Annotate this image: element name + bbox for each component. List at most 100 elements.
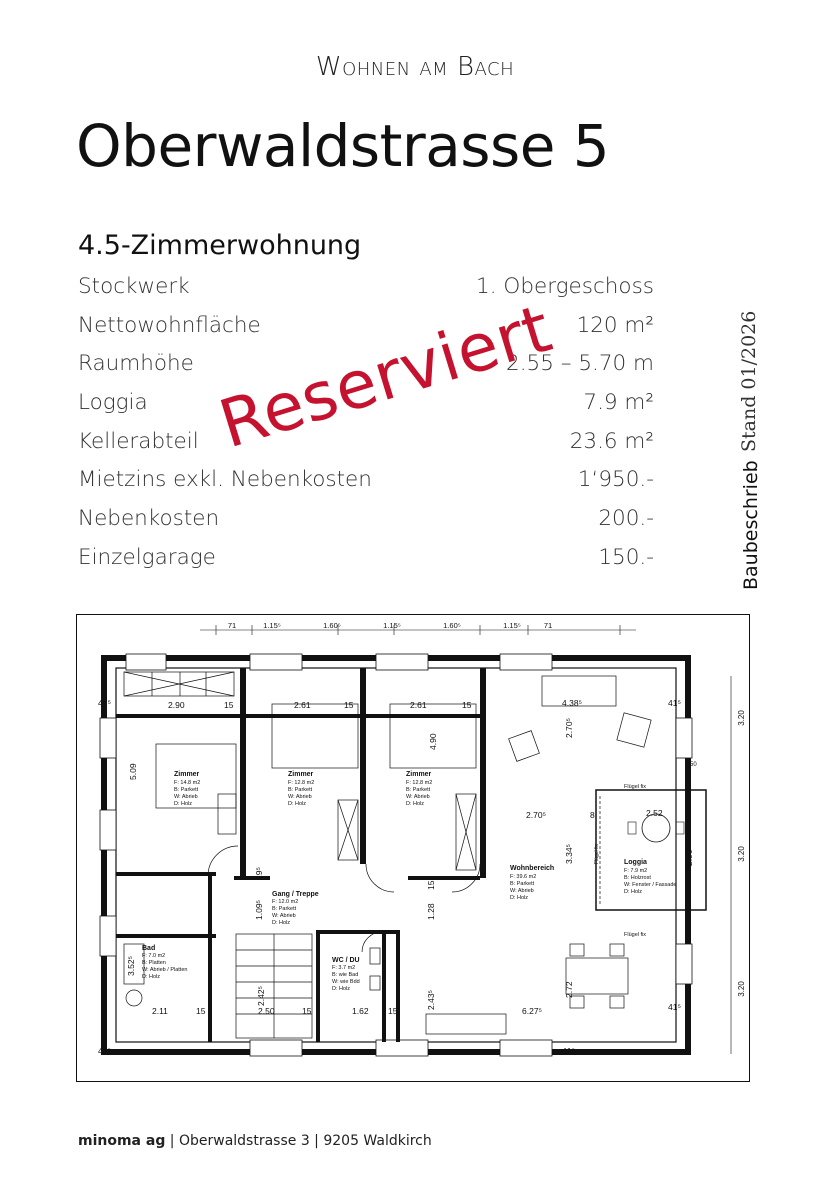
plan-note: Flügel fix: [594, 843, 600, 864]
top-dim: 1.60⁵: [443, 621, 461, 630]
top-dim: 1.15⁵: [263, 621, 281, 630]
spec-label: Mietzins exkl. Nebenkosten: [78, 467, 372, 493]
plan-dim: 6.27⁵: [522, 1006, 542, 1016]
plan-note: Flügel fix: [624, 784, 646, 790]
plan-note: Flügel fix: [624, 932, 646, 938]
room-name: Zimmer: [406, 771, 432, 778]
plan-dim: 5.09: [128, 763, 138, 780]
right-dim: 3.20: [737, 846, 746, 862]
room-detail: B: Holzrost: [624, 875, 651, 881]
room-detail: B: Parkett: [288, 787, 313, 793]
top-dim: 1.15⁵: [503, 621, 521, 630]
room-detail: W: Fenster / Fassade: [624, 882, 676, 888]
spec-value: 150.-: [598, 544, 654, 570]
plan-dim: 3.34⁵: [564, 844, 574, 864]
stand-label: Stand 01/2026: [738, 310, 760, 452]
room-detail: D: Holz: [174, 801, 192, 807]
room-detail: D: Holz: [142, 974, 160, 980]
room-name: Zimmer: [288, 771, 314, 778]
room-detail: F: 39.6 m2: [510, 874, 536, 880]
spec-label: Nettowohnfläche: [78, 312, 261, 338]
room-detail: B: wie Bad: [332, 972, 358, 978]
spec-row: Nebenkosten 200.-: [78, 506, 654, 545]
top-dim: 1.60⁵: [323, 621, 341, 630]
spec-row: Nettowohnfläche 120 m²: [78, 313, 654, 352]
plan-dim: 2.72: [564, 981, 574, 998]
room-detail: D: Holz: [272, 920, 290, 926]
room-name: WC / DU: [332, 957, 360, 964]
brand-line: Wohnen am Bach: [315, 52, 515, 82]
room-detail: F: 12.8 m2: [406, 780, 432, 786]
spec-value: 120 m²: [576, 312, 654, 338]
plan-dim: 15: [462, 700, 472, 710]
spec-label: Kellerabteil: [78, 428, 199, 454]
plan-dim: 15: [426, 880, 436, 890]
plan-dim: 2.90: [168, 700, 185, 710]
page-title: Oberwaldstrasse 5: [76, 112, 610, 180]
plan-dim: 3.52⁵: [126, 956, 136, 976]
spec-value: 200.-: [598, 506, 654, 532]
baubeschrieb-link[interactable]: Baubeschrieb: [740, 460, 762, 590]
plan-dim: 2.90: [684, 849, 694, 866]
room-detail: W: Abrieb: [288, 794, 312, 800]
plan-dim: 2.61: [294, 700, 311, 710]
plan-dim: 2.70⁵: [526, 810, 546, 820]
spec-value: 2.55 – 5.70 m: [506, 351, 654, 377]
top-dim: 1.15⁵: [383, 621, 401, 630]
spec-row: Kellerabteil 23.6 m²: [78, 429, 654, 468]
top-dim: 71: [228, 621, 236, 630]
plan-dim: 41⁵: [668, 698, 681, 708]
spec-row: Stockwerk 1. Obergeschoss: [78, 274, 654, 313]
room-detail: F: 14.8 m2: [174, 780, 200, 786]
footer-company: minoma ag: [78, 1133, 166, 1149]
plan-dim: 15: [224, 700, 234, 710]
room-name: Wohnbereich: [510, 865, 554, 872]
room-detail: D: Holz: [624, 889, 642, 895]
plan-dim: 2.52: [646, 808, 663, 818]
plan-dim: 1.09⁵: [254, 900, 264, 920]
floor-plan: 71 1.15⁵ 1.60⁵ 1.15⁵ 1.60⁵ 1.15⁵ 71 3.20…: [76, 614, 750, 1082]
room-name: Bad: [142, 945, 155, 952]
plan-dim: 50: [690, 762, 697, 768]
room-detail: F: 7.9 m2: [624, 868, 647, 874]
plan-dim: 2.70⁵: [564, 718, 574, 738]
spec-label: Nebenkosten: [78, 506, 220, 532]
room-detail: W: wie Bdd: [332, 979, 360, 985]
room-detail: W: Abrieb: [174, 794, 198, 800]
room-detail: B: Platten: [142, 960, 166, 966]
plan-dim: 15: [388, 1006, 398, 1016]
spec-value: 1. Obergeschoss: [476, 274, 654, 299]
plan-dim: 41⁵: [668, 1002, 681, 1012]
room-detail: F: 12.8 m2: [288, 780, 314, 786]
spec-table: Stockwerk 1. Obergeschoss Nettowohnfläche…: [78, 274, 654, 584]
room-detail: B: Parkett: [406, 787, 431, 793]
plan-dim: 2.61: [410, 700, 427, 710]
room-detail: W: Abrieb: [272, 913, 296, 919]
spec-value: 23.6 m²: [569, 428, 654, 454]
plan-dim: 2.42⁵: [256, 986, 266, 1006]
side-links: Baubeschrieb Stand 01/2026: [724, 311, 784, 592]
room-detail: W: Abrieb: [510, 888, 534, 894]
plan-dim: 19⁵: [254, 867, 264, 880]
top-dim: 71: [544, 621, 552, 630]
room-detail: D: Holz: [332, 986, 350, 992]
right-dim: 3.20: [737, 981, 746, 997]
room-detail: B: Parkett: [174, 787, 199, 793]
plan-dim: 2.11: [152, 1006, 168, 1016]
footer-address: | Oberwaldstrasse 3 | 9205 Waldkirch: [165, 1133, 432, 1149]
room-detail: D: Holz: [510, 895, 528, 901]
plan-dim: 1.62: [352, 1006, 369, 1016]
plan-dim: 8: [590, 810, 595, 820]
plan-dim: 15: [344, 700, 354, 710]
spec-label: Stockwerk: [78, 274, 190, 299]
plan-dim: 2.43⁵: [426, 990, 436, 1010]
plan-dim: 15: [302, 1006, 312, 1016]
room-detail: B: Parkett: [510, 881, 535, 887]
plan-dim: 41⁵: [562, 1046, 575, 1056]
unit-type-heading: 4.5-Zimmerwohnung: [78, 230, 362, 261]
room-detail: F: 12.0 m2: [272, 899, 298, 905]
spec-label: Loggia: [78, 390, 148, 416]
